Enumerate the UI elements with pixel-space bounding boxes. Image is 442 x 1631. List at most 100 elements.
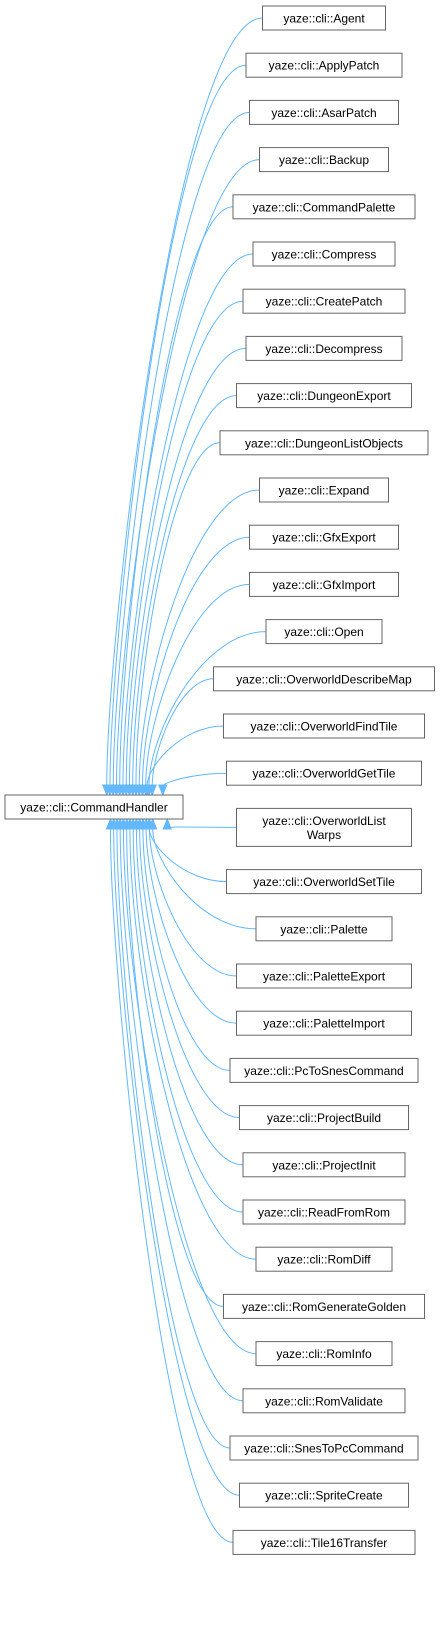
derived-class-box [259, 477, 389, 503]
inheritance-edge [132, 827, 244, 1213]
derived-class-box [229, 1057, 419, 1083]
derived-class-node[interactable]: yaze::cli::Palette [255, 916, 393, 942]
inheritance-edges [102, 17, 267, 1543]
derived-class-node[interactable]: yaze::cli::OverworldFindTile [223, 713, 425, 739]
derived-class-box [245, 52, 403, 78]
derived-class-box [236, 383, 412, 409]
inheritance-edge [148, 631, 267, 787]
derived-class-node[interactable]: yaze::cli::OverworldGetTile [226, 760, 422, 786]
derived-class-nodes: yaze::cli::Agentyaze::cli::ApplyPatchyaz… [213, 5, 435, 1555]
derived-class-node[interactable]: yaze::cli::SnesToPcCommand [229, 1435, 419, 1461]
derived-class-node[interactable]: yaze::cli::SpriteCreate [239, 1482, 409, 1508]
derived-class-node[interactable]: yaze::cli::ReadFromRom [242, 1199, 406, 1225]
inheritance-arrowhead [105, 817, 116, 830]
derived-class-box [226, 869, 422, 895]
inheritance-edge [148, 827, 237, 977]
derived-class-node[interactable]: yaze::cli::RomValidate [242, 1388, 406, 1414]
inheritance-edge [135, 442, 221, 787]
inheritance-edge [125, 300, 244, 787]
derived-class-label: yaze::cli::Tile16Transfer [261, 1536, 388, 1550]
derived-class-node[interactable]: yaze::cli::Agent [262, 5, 386, 31]
inheritance-arrowhead [142, 784, 152, 797]
derived-class-label: yaze::cli::AsarPatch [271, 106, 376, 120]
derived-class-box [249, 524, 399, 550]
inheritance-edge [146, 725, 224, 787]
derived-class-box [239, 1482, 409, 1508]
derived-class-box [223, 713, 425, 739]
derived-class-node[interactable]: yaze::cli::PaletteExport [236, 963, 412, 989]
inheritance-edge [148, 827, 227, 883]
inheritance-arrowhead [162, 817, 172, 830]
derived-class-box [239, 1105, 409, 1131]
derived-class-box [232, 194, 416, 220]
derived-class-label: yaze::cli::DungeonExport [257, 389, 391, 403]
derived-class-node[interactable]: yaze::cli::Expand [259, 477, 389, 503]
derived-class-node[interactable]: yaze::cli::DungeonExport [236, 383, 412, 409]
derived-class-box [232, 1529, 416, 1555]
derived-class-box [226, 760, 422, 786]
inheritance-edge [129, 827, 257, 1260]
derived-class-label: yaze::cli::Backup [279, 153, 369, 167]
derived-class-node[interactable]: yaze::cli::PaletteImport [236, 1010, 412, 1036]
base-class-box [4, 794, 184, 820]
derived-class-box [229, 1435, 419, 1461]
derived-class-box [213, 666, 435, 692]
inheritance-edge [132, 395, 237, 787]
inheritance-edge [152, 827, 257, 930]
derived-class-node[interactable]: yaze::cli::Open [265, 619, 383, 645]
derived-class-node[interactable]: yaze::cli::Backup [259, 147, 389, 173]
derived-class-label: yaze::cli::ProjectBuild [267, 1111, 381, 1125]
derived-class-box [249, 99, 399, 125]
derived-class-label: Warps [307, 828, 341, 842]
derived-class-node[interactable]: yaze::cli::DungeonListObjects [219, 430, 429, 456]
derived-class-node[interactable]: yaze::cli::PcToSnesCommand [229, 1057, 419, 1083]
derived-class-box [236, 1010, 412, 1036]
derived-class-node[interactable]: yaze::cli::CommandPalette [232, 194, 416, 220]
derived-class-box [259, 147, 389, 173]
inheritance-edge [109, 827, 234, 1543]
derived-class-label: yaze::cli::Open [284, 625, 363, 639]
derived-class-box [236, 807, 412, 847]
inheritance-edge [145, 827, 237, 1024]
inheritance-edge [106, 17, 263, 787]
derived-class-node[interactable]: yaze::cli::ProjectInit [242, 1152, 406, 1178]
derived-class-node[interactable]: yaze::cli::ProjectBuild [239, 1105, 409, 1131]
derived-class-label: yaze::cli::SnesToPcCommand [244, 1442, 403, 1456]
derived-class-node[interactable]: yaze::cli::Tile16Transfer [232, 1529, 416, 1555]
derived-class-label: yaze::cli::Agent [283, 12, 365, 26]
derived-class-label: yaze::cli::OverworldSetTile [253, 875, 395, 889]
inheritance-edge [138, 489, 260, 787]
derived-class-node[interactable]: yaze::cli::Compress [252, 241, 396, 267]
derived-class-label: yaze::cli::ApplyPatch [269, 59, 380, 73]
derived-class-label: yaze::cli::RomInfo [276, 1347, 372, 1361]
derived-class-node[interactable]: yaze::cli::ApplyPatch [245, 52, 403, 78]
derived-class-label: yaze::cli::Expand [279, 484, 370, 498]
derived-class-box [262, 5, 386, 31]
derived-class-node[interactable]: yaze::cli::GfxExport [249, 524, 399, 550]
inheritance-edge [135, 827, 244, 1166]
inheritance-edge [122, 827, 257, 1355]
inheritance-edge [151, 678, 214, 787]
derived-class-box [265, 619, 383, 645]
derived-class-node[interactable]: yaze::cli::AsarPatch [249, 99, 399, 125]
inheritance-edge [116, 827, 231, 1449]
derived-class-box [219, 430, 429, 456]
derived-class-node[interactable]: yaze::cli::RomInfo [255, 1341, 393, 1367]
derived-class-node[interactable]: yaze::cli::RomGenerateGolden [223, 1293, 425, 1319]
derived-class-box [223, 1293, 425, 1319]
derived-class-label: yaze::cli::Compress [272, 248, 377, 262]
derived-class-label: yaze::cli::RomDiff [277, 1253, 371, 1267]
base-class-node[interactable]: yaze::cli::CommandHandler [4, 794, 184, 820]
derived-class-node[interactable]: yaze::cli::GfxImport [249, 571, 399, 597]
derived-class-label: yaze::cli::SpriteCreate [265, 1489, 383, 1503]
derived-class-node[interactable]: yaze::cli::RomDiff [255, 1246, 393, 1272]
derived-class-label: yaze::cli::OverworldFindTile [251, 720, 398, 734]
derived-class-label: yaze::cli::GfxExport [272, 531, 376, 545]
derived-class-box [242, 1199, 406, 1225]
derived-class-node[interactable]: yaze::cli::OverworldDescribeMap [213, 666, 435, 692]
derived-class-node[interactable]: yaze::cli::CreatePatch [242, 288, 406, 314]
derived-class-node[interactable]: yaze::cli::Decompress [245, 335, 403, 361]
derived-class-label: yaze::cli::PaletteImport [263, 1017, 385, 1031]
derived-class-node[interactable]: yaze::cli::OverworldSetTile [226, 869, 422, 895]
